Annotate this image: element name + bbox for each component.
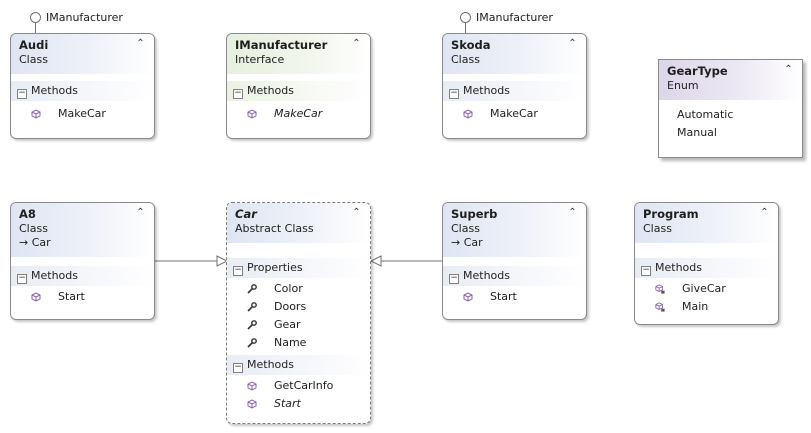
collapse-minus-icon[interactable]: − [17,88,27,99]
class-kind: Abstract Class [235,222,314,235]
class-header[interactable]: Car Abstract Class ⌃ [227,203,370,243]
base-class-label: → Car [19,236,51,249]
lollipop-interface-icon [460,12,471,23]
skoda-implements-label: IManufacturer [476,11,553,24]
base-class-label: → Car [451,236,483,249]
wrench-property-icon [247,284,257,294]
enum-name: GearType [667,64,728,78]
enum-kind: Enum [667,79,699,92]
method-cube-icon [463,109,473,119]
double-chevron-up-icon[interactable]: ⌃ [784,64,793,75]
private-method-icon [655,302,665,312]
interface-header[interactable]: IManufacturer Interface ⌃ [227,34,370,74]
class-name: Program [643,207,699,221]
double-chevron-up-icon[interactable]: ⌃ [136,38,145,49]
audi-implements-label: IManufacturer [46,11,123,24]
method-item[interactable]: MakeCar [227,105,370,123]
class-name: Audi [19,38,49,52]
property-item[interactable]: Color [227,280,370,298]
methods-section-header[interactable]: −Methods [635,257,778,278]
class-box-skoda[interactable]: Skoda Class ⌃ −Methods MakeCar [442,33,587,139]
class-box-superb[interactable]: Superb Class → Car ⌃ −Methods Start [442,202,587,320]
enum-value[interactable]: Manual [677,126,717,139]
class-box-a8[interactable]: A8 Class → Car ⌃ −Methods Start [10,202,155,320]
class-kind: Class [19,53,48,66]
method-cube-icon [31,292,41,302]
method-cube-icon [463,292,473,302]
private-method-icon [655,284,665,294]
class-name: A8 [19,207,36,221]
class-name: Car [235,207,257,221]
property-item[interactable]: Doors [227,298,370,316]
class-box-program[interactable]: Program Class ⌃ −Methods GiveCar Main [634,202,779,325]
private-method-item[interactable]: Main [635,298,778,316]
class-name: Superb [451,207,498,221]
interface-name: IManufacturer [235,38,328,52]
collapse-minus-icon[interactable]: − [641,265,651,276]
methods-section-header[interactable]: −Methods [227,354,370,375]
class-header[interactable]: Program Class ⌃ [635,203,778,243]
method-item[interactable]: GetCarInfo [227,377,370,395]
enum-header[interactable]: GearType Enum ⌃ [659,60,802,100]
double-chevron-up-icon[interactable]: ⌃ [136,207,145,218]
enum-box-geartype[interactable]: GearType Enum ⌃ Automatic Manual [658,59,803,158]
class-kind: Class [451,222,480,235]
class-kind: Class [643,222,672,235]
a8-inherits-car-arrow [216,255,229,267]
property-item[interactable]: Gear [227,316,370,334]
collapse-minus-icon[interactable]: − [17,273,27,284]
method-item[interactable]: MakeCar [11,105,154,123]
class-header[interactable]: Skoda Class ⌃ [443,34,586,74]
method-cube-icon [247,109,257,119]
enum-value[interactable]: Automatic [677,108,734,121]
method-cube-icon [247,399,257,409]
double-chevron-up-icon[interactable]: ⌃ [352,207,361,218]
methods-section-header[interactable]: −Methods [11,80,154,101]
collapse-minus-icon[interactable]: − [233,362,243,373]
class-name: Skoda [451,38,491,52]
method-cube-icon [31,109,41,119]
method-item[interactable]: Start [443,288,586,306]
wrench-property-icon [247,320,257,330]
class-header[interactable]: Superb Class → Car ⌃ [443,203,586,257]
wrench-property-icon [247,302,257,312]
class-kind: Class [451,53,480,66]
double-chevron-up-icon[interactable]: ⌃ [568,207,577,218]
interface-kind: Interface [235,53,285,66]
interface-box-imanufacturer[interactable]: IManufacturer Interface ⌃ −Methods MakeC… [226,33,371,139]
methods-section-header[interactable]: −Methods [11,265,154,286]
class-header[interactable]: Audi Class ⌃ [11,34,154,74]
double-chevron-up-icon[interactable]: ⌃ [352,38,361,49]
method-item[interactable]: Start [227,395,370,413]
collapse-minus-icon[interactable]: − [449,88,459,99]
class-box-car[interactable]: Car Abstract Class ⌃ −Properties Color D… [226,202,371,424]
wrench-property-icon [247,338,257,348]
method-cube-icon [247,381,257,391]
double-chevron-up-icon[interactable]: ⌃ [568,38,577,49]
collapse-minus-icon[interactable]: − [449,273,459,284]
double-chevron-up-icon[interactable]: ⌃ [760,207,769,218]
superb-inherits-car-arrow [369,255,382,267]
class-box-audi[interactable]: Audi Class ⌃ −Methods MakeCar [10,33,155,139]
property-item[interactable]: Name [227,334,370,352]
properties-section-header[interactable]: −Properties [227,257,370,278]
methods-section-header[interactable]: −Methods [443,265,586,286]
method-item[interactable]: Start [11,288,154,306]
private-method-item[interactable]: GiveCar [635,280,778,298]
class-kind: Class [19,222,48,235]
collapse-minus-icon[interactable]: − [233,88,243,99]
lollipop-interface-icon [30,12,41,23]
method-item[interactable]: MakeCar [443,105,586,123]
methods-section-header[interactable]: −Methods [227,80,370,101]
class-header[interactable]: A8 Class → Car ⌃ [11,203,154,257]
collapse-minus-icon[interactable]: − [233,265,243,276]
methods-section-header[interactable]: −Methods [443,80,586,101]
